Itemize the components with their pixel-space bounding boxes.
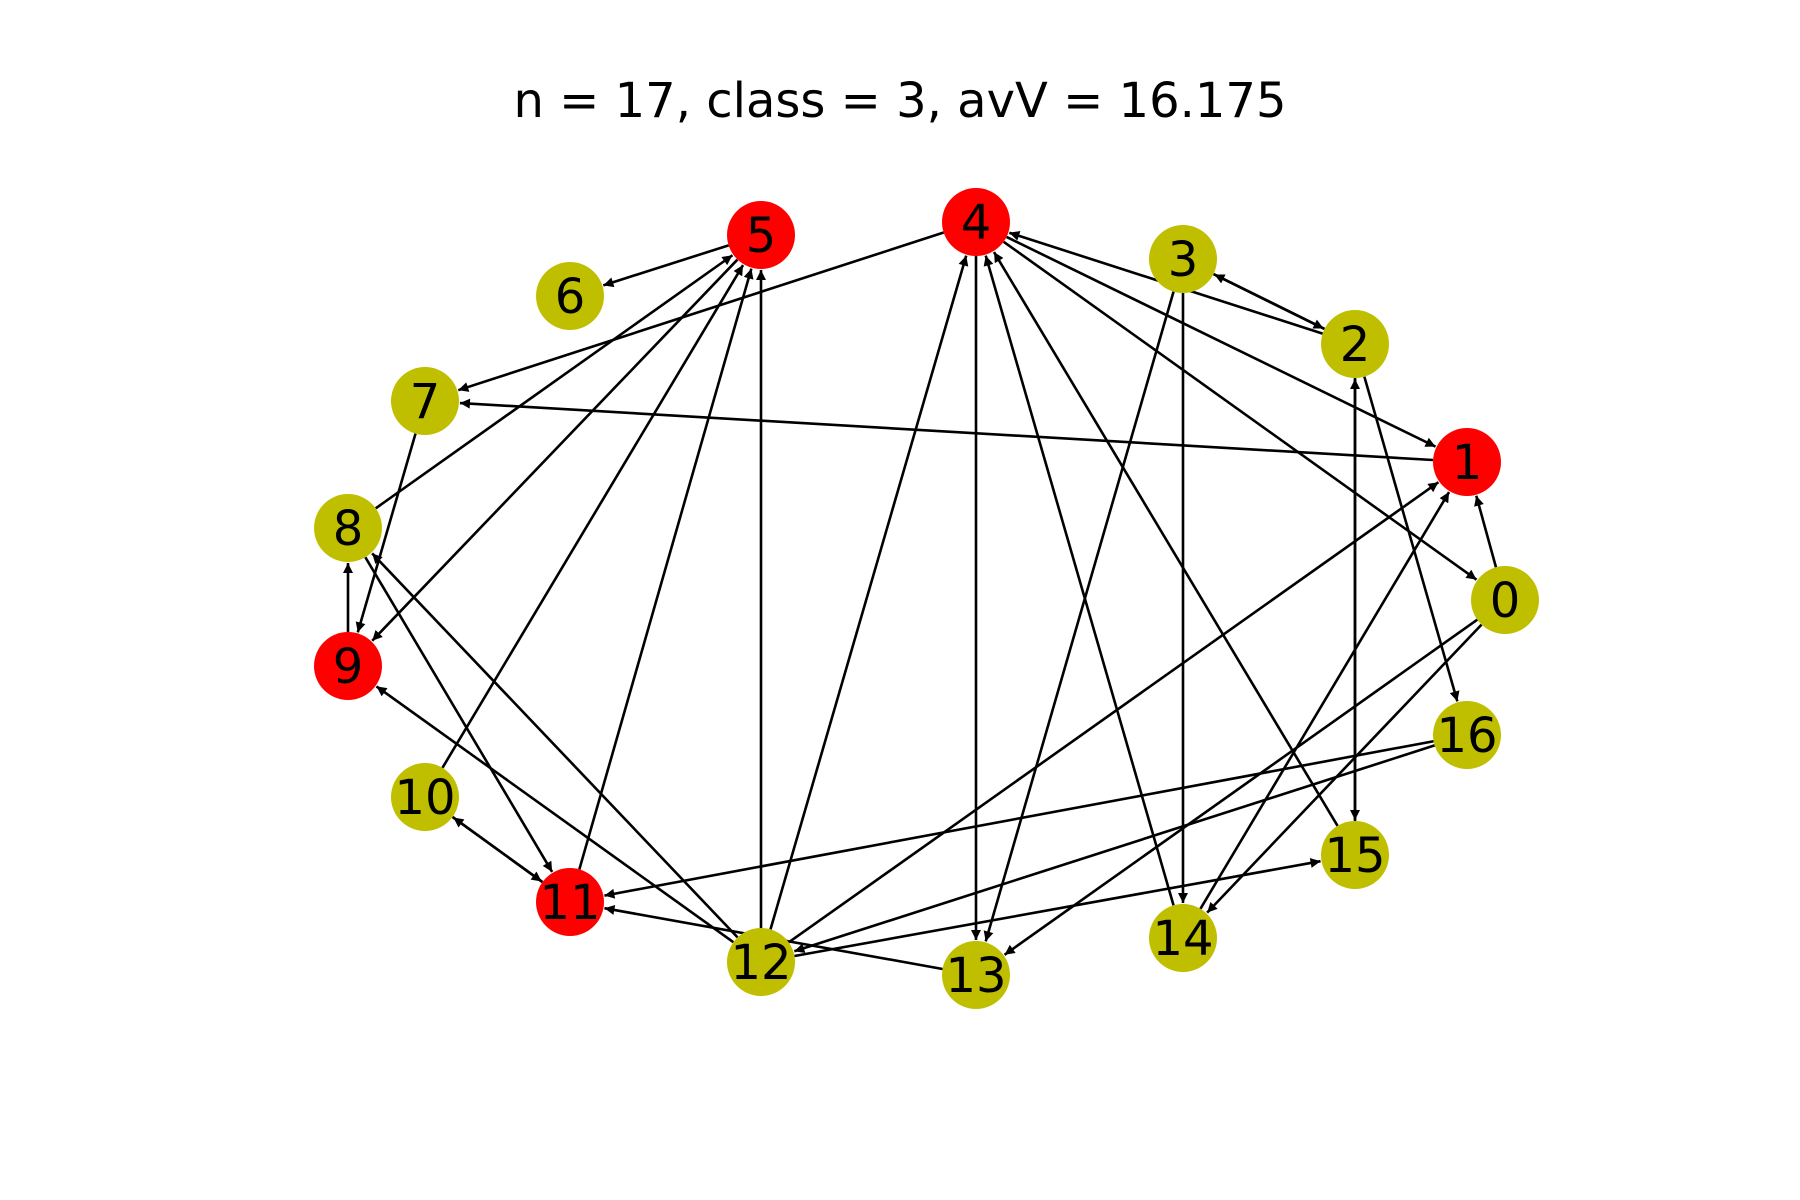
node-circle-0	[1471, 566, 1539, 634]
edge-12-to-15	[794, 858, 1321, 958]
node-circle-9	[314, 632, 382, 700]
node-label-4: 4	[961, 195, 992, 251]
node-circle-15	[1321, 821, 1389, 889]
edge-12-to-1	[787, 481, 1440, 944]
node-label-6: 6	[555, 269, 586, 325]
edge-5-to-6	[602, 244, 730, 288]
node-6: 6	[536, 262, 604, 330]
node-label-13: 13	[945, 948, 1006, 1004]
node-circle-12	[727, 928, 795, 996]
edge-14-to-4	[983, 255, 1175, 906]
edge-4-to-0	[1002, 240, 1478, 581]
edge-0-to-13	[1003, 618, 1479, 956]
node-label-5: 5	[746, 208, 777, 264]
node-3: 3	[1149, 225, 1217, 293]
node-circle-4	[942, 188, 1010, 256]
edge-16-to-11	[604, 739, 1434, 899]
edge-15-to-4	[992, 251, 1339, 827]
node-label-3: 3	[1168, 232, 1199, 288]
node-label-8: 8	[333, 501, 364, 557]
node-label-0: 0	[1490, 573, 1521, 629]
edge-4-to-1	[1005, 235, 1437, 448]
edge-8-to-5	[374, 254, 734, 510]
node-7: 7	[391, 367, 459, 435]
edge-3-to-2	[1212, 272, 1325, 330]
node-14: 14	[1149, 904, 1217, 972]
node-2: 2	[1321, 310, 1389, 378]
edge-0-to-1	[1474, 495, 1498, 568]
edge-8-to-11	[364, 556, 554, 873]
node-circle-8	[314, 494, 382, 562]
edge-12-to-9	[375, 685, 735, 944]
edge-10-to-5	[441, 264, 745, 769]
edge-7-to-9	[355, 433, 417, 633]
edge-1-to-7	[459, 398, 1434, 462]
node-circle-16	[1433, 701, 1501, 769]
node-circle-1	[1433, 428, 1501, 496]
edge-11-to-10	[452, 816, 544, 884]
edge-5-to-9	[371, 258, 739, 642]
node-4: 4	[942, 188, 1010, 256]
node-11: 11	[536, 868, 604, 936]
edge-12-to-4	[769, 255, 969, 930]
edge-0-to-14	[1206, 623, 1483, 914]
node-label-16: 16	[1436, 708, 1497, 764]
node-circle-10	[391, 763, 459, 831]
node-label-14: 14	[1152, 911, 1213, 967]
node-circle-6	[536, 262, 604, 330]
node-circle-2	[1321, 310, 1389, 378]
node-circle-13	[942, 941, 1010, 1009]
node-10: 10	[391, 763, 459, 831]
node-circle-5	[727, 201, 795, 269]
node-1: 1	[1433, 428, 1501, 496]
node-circle-11	[536, 868, 604, 936]
node-label-9: 9	[333, 639, 364, 695]
node-label-11: 11	[539, 875, 600, 931]
edge-14-to-1	[1199, 491, 1451, 910]
node-16: 16	[1433, 701, 1501, 769]
edge-16-to-12	[793, 744, 1436, 953]
node-circle-14	[1149, 904, 1217, 972]
edge-3-to-13	[983, 291, 1175, 942]
node-label-12: 12	[730, 935, 791, 991]
node-15: 15	[1321, 821, 1389, 889]
edge-2-to-16	[1363, 376, 1460, 702]
edges-layer	[343, 231, 1498, 971]
node-label-10: 10	[394, 770, 455, 826]
node-label-1: 1	[1452, 435, 1483, 491]
edge-12-to-8	[371, 552, 739, 939]
node-circle-3	[1149, 225, 1217, 293]
node-8: 8	[314, 494, 382, 562]
node-9: 9	[314, 632, 382, 700]
figure-title: n = 17, class = 3, avV = 16.175	[513, 73, 1286, 129]
edge-11-to-5	[578, 268, 754, 870]
node-0: 0	[1471, 566, 1539, 634]
node-13: 13	[942, 941, 1010, 1009]
node-label-15: 15	[1324, 828, 1385, 884]
node-12: 12	[727, 928, 795, 996]
node-circle-7	[391, 367, 459, 435]
node-label-2: 2	[1340, 317, 1371, 373]
edge-4-to-7	[457, 231, 945, 392]
node-label-7: 7	[410, 374, 441, 430]
node-5: 5	[727, 201, 795, 269]
